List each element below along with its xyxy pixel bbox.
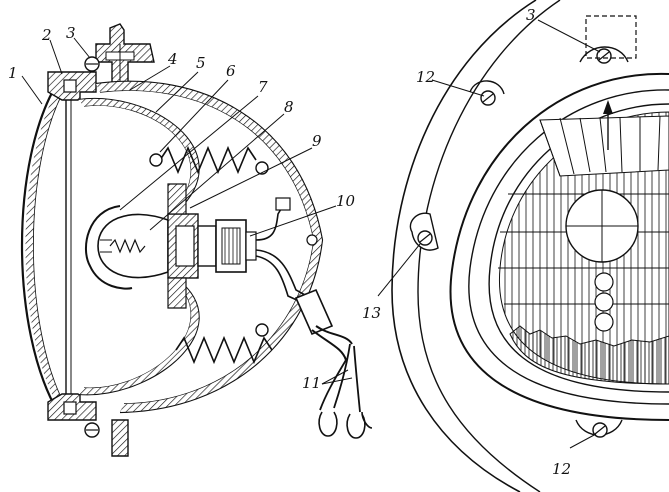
callout-1: 1	[8, 64, 18, 82]
callout-4: 4	[167, 50, 178, 68]
callout-13: 13	[362, 304, 381, 322]
front-view: 3 12 13 12	[362, 0, 669, 492]
callout-5: 5	[196, 54, 206, 72]
callout-6: 6	[226, 62, 236, 80]
callout-7: 7	[258, 78, 268, 96]
callout-8: 8	[284, 98, 294, 116]
lens	[20, 81, 72, 413]
callout-9: 9	[312, 132, 322, 150]
leader-lines	[21, 37, 353, 385]
callout-11: 11	[302, 374, 321, 392]
retaining-tab	[585, 15, 637, 59]
adjust-spring	[149, 145, 273, 365]
section-view: 1 2 3 4 5 6 7 8 9 10 11	[8, 23, 373, 457]
bulb-socket	[167, 183, 199, 309]
connector-block	[197, 219, 257, 273]
callout-3-front: 3	[526, 6, 536, 24]
callout-3: 3	[66, 24, 76, 42]
cable-grommet	[294, 288, 353, 361]
mounting-bracket	[95, 23, 155, 457]
wire-leads	[318, 343, 373, 439]
lens-pattern	[498, 100, 669, 385]
bolt-icon	[275, 197, 318, 246]
leader-lines	[377, 19, 601, 449]
screw-icon	[417, 48, 612, 438]
callout-2: 2	[41, 26, 52, 44]
bulb-icon	[97, 213, 169, 279]
callout-12-bottom: 12	[552, 460, 571, 478]
bulb-shield	[85, 205, 133, 290]
rim	[47, 71, 97, 421]
screw-icon	[84, 56, 100, 438]
callout-10: 10	[336, 192, 356, 210]
callout-12-top: 12	[416, 68, 435, 86]
